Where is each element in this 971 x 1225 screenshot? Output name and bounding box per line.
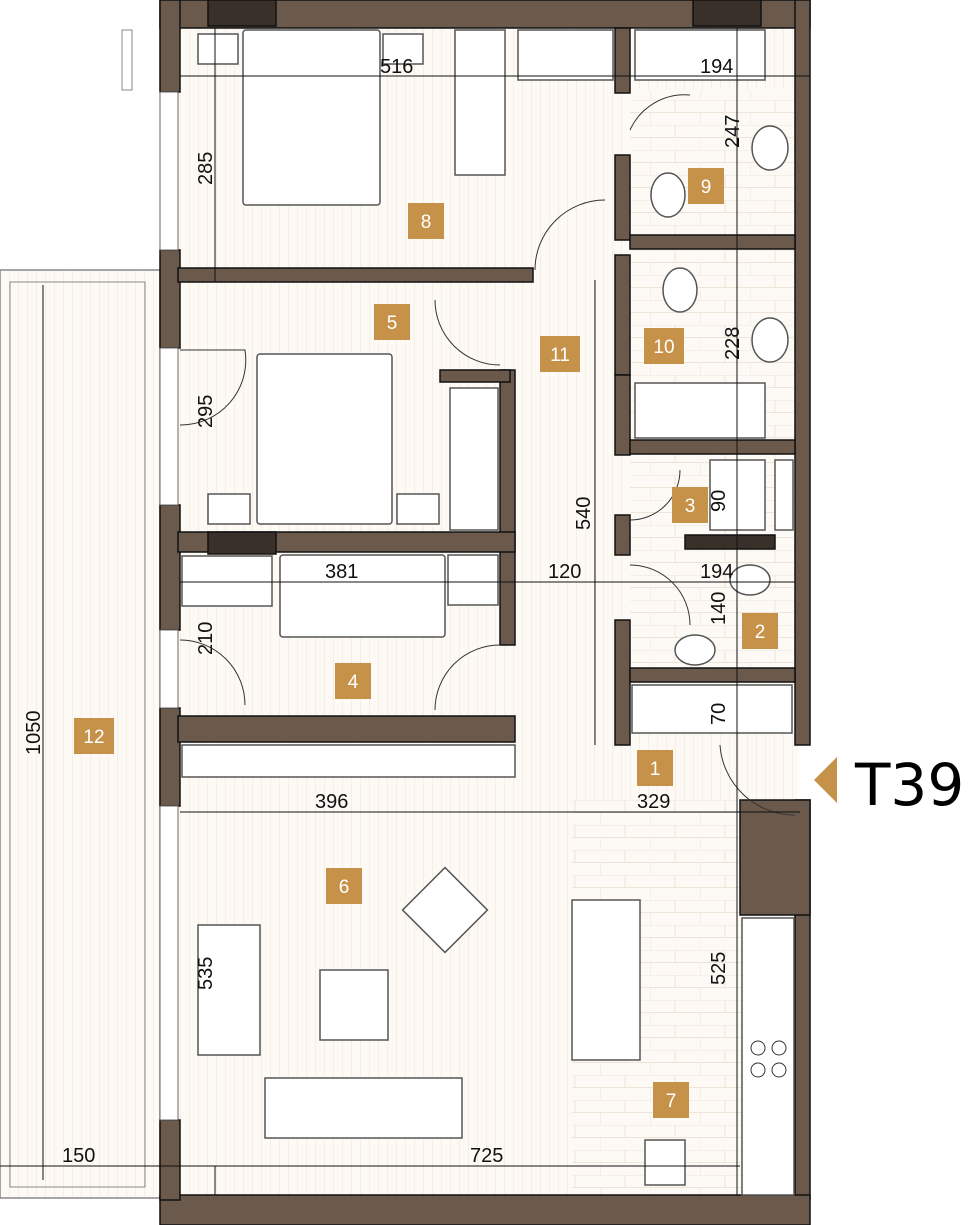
svg-text:3: 3 (685, 496, 696, 517)
room-badge-10: 10 (644, 328, 684, 364)
svg-text:12: 12 (83, 727, 104, 748)
dim-516: 516 (380, 56, 413, 78)
room-badge-3: 3 (672, 487, 708, 523)
dim-540: 540 (573, 497, 595, 530)
svg-text:7: 7 (666, 1091, 677, 1112)
dim-329: 329 (637, 791, 670, 813)
room-badges: 1 2 3 4 5 6 7 8 9 10 11 12 (74, 168, 778, 1118)
dim-285: 285 (195, 152, 217, 185)
room-badge-1: 1 (637, 750, 673, 786)
walls (159, 0, 811, 1225)
dim-194-top: 194 (700, 56, 733, 78)
room-badge-8: 8 (408, 203, 444, 239)
dim-295: 295 (195, 395, 217, 428)
svg-text:9: 9 (701, 177, 712, 198)
room-badge-7: 7 (653, 1082, 689, 1118)
entrance-arrow-icon (814, 757, 837, 803)
unit-title: T39 (854, 751, 964, 819)
dim-228: 228 (722, 327, 744, 360)
svg-text:8: 8 (421, 212, 432, 233)
svg-text:11: 11 (550, 345, 570, 366)
dimension-lines (0, 28, 810, 1195)
windows (121, 29, 179, 1121)
dim-140: 140 (708, 592, 730, 625)
svg-text:2: 2 (755, 622, 766, 643)
room-badge-6: 6 (326, 868, 362, 904)
dim-535: 535 (195, 957, 217, 990)
svg-text:4: 4 (348, 672, 359, 693)
dim-210: 210 (195, 622, 217, 655)
dim-381: 381 (325, 561, 358, 583)
svg-text:1: 1 (650, 759, 661, 780)
dim-70: 70 (708, 703, 730, 725)
dim-247: 247 (722, 115, 744, 148)
svg-text:6: 6 (339, 877, 350, 898)
dim-194-bath: 194 (700, 561, 733, 583)
room-badge-2: 2 (742, 613, 778, 649)
room-badge-9: 9 (688, 168, 724, 204)
dim-120: 120 (548, 561, 581, 583)
dim-90: 90 (708, 490, 730, 512)
room-badge-4: 4 (335, 663, 371, 699)
dimension-labels: 516 194 247 285 295 228 90 540 381 120 1… (23, 56, 744, 1167)
room-badge-12: 12 (74, 718, 114, 754)
furniture (181, 29, 795, 1196)
dim-1050: 1050 (23, 711, 45, 756)
dim-396: 396 (315, 791, 348, 813)
room-badge-11: 11 (540, 336, 580, 372)
dim-525: 525 (708, 952, 730, 985)
svg-text:5: 5 (387, 313, 398, 334)
room-badge-5: 5 (374, 304, 410, 340)
dim-150: 150 (62, 1145, 95, 1167)
doors (179, 94, 796, 816)
svg-text:10: 10 (653, 337, 674, 358)
dim-725: 725 (470, 1145, 503, 1167)
